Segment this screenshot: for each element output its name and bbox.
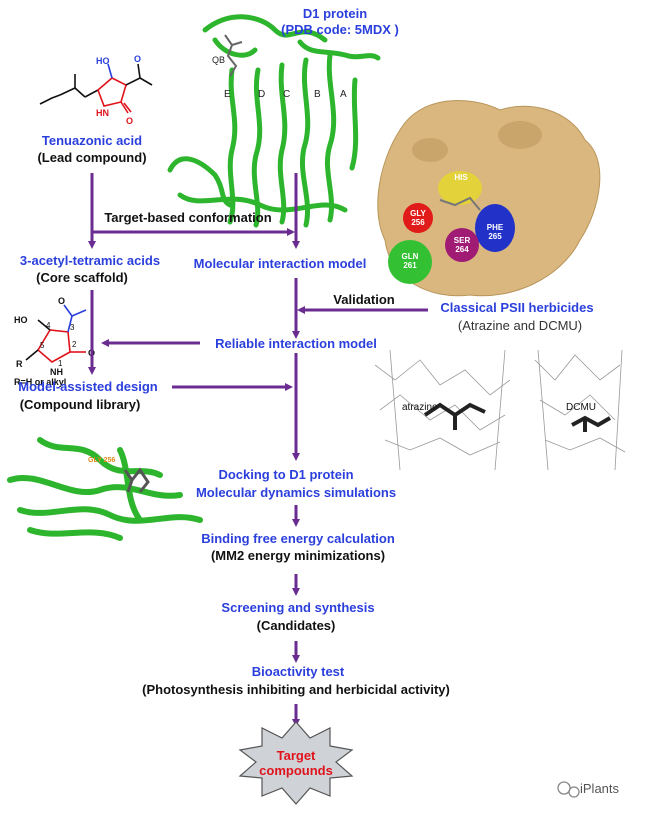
core-name: 3-acetyl-tetramic acids — [19, 253, 161, 268]
core-sub: (Core scaffold) — [36, 270, 128, 285]
helix-label-e: E — [224, 89, 231, 100]
screening-sub: (Candidates) — [256, 618, 336, 633]
helix-label-b: B — [314, 89, 321, 100]
target-text: Target compounds — [259, 748, 333, 778]
dcmu-label: DCMU — [566, 402, 596, 413]
bioactivity-sub: (Photosynthesis inhibiting and herbicida… — [142, 682, 450, 697]
watermark-icon — [557, 781, 580, 798]
tenuazonic-acid-structure — [39, 63, 153, 114]
core-nh: NH — [50, 367, 63, 377]
docked-residue-label: GLY 256 — [88, 457, 115, 464]
core-ho: HO — [14, 315, 28, 325]
d1-protein-ribbon — [167, 14, 381, 228]
core-num-4: 4 — [46, 321, 51, 330]
md-label: Molecular dynamics simulations — [195, 485, 397, 500]
bioactivity-label: Bioactivity test — [251, 664, 345, 679]
residue-his: HIS — [454, 173, 468, 182]
atrazine-model — [374, 349, 511, 471]
d1-pdb: (PDB code: 5MDX ) — [281, 22, 399, 37]
atrazine-molecule — [423, 402, 486, 430]
d1-title: D1 protein — [302, 6, 368, 21]
reliable-label: Reliable interaction model — [215, 336, 377, 351]
qb-ligand — [224, 34, 243, 77]
core-num-3: 3 — [70, 323, 75, 332]
qb-label: QB — [212, 55, 225, 65]
core-r-label: R=H or alkyl — [14, 377, 66, 387]
target-label: Target compounds — [256, 748, 336, 778]
classical-name: Classical PSII herbicides — [440, 300, 594, 315]
flow-arrows — [88, 173, 428, 727]
atrazine-label: atrazine — [402, 402, 438, 413]
target-conf-label: Target-based conformation — [104, 210, 272, 225]
helix-label-a: A — [340, 89, 347, 100]
helix-label-c: C — [283, 89, 290, 100]
docked-ligand — [123, 467, 150, 493]
mol-interaction-label: Molecular interaction model — [193, 256, 367, 271]
binding-pocket-surface — [377, 100, 601, 297]
core-ring-numbers: 1 2 3 4 5 — [40, 321, 77, 368]
ta-o-label: O — [134, 54, 141, 64]
core-scaffold-structure — [25, 304, 87, 363]
classical-sub: (Atrazine and DCMU) — [457, 318, 583, 333]
ta-o2-label: O — [126, 116, 133, 126]
core-o-top: O — [58, 296, 65, 306]
validation-label: Validation — [333, 292, 395, 307]
target-starburst — [238, 721, 354, 805]
design-label: Model-assisted design — [18, 379, 158, 394]
docked-ligand-ribbon — [7, 437, 203, 541]
design-sub: (Compound library) — [19, 397, 141, 412]
core-num-5: 5 — [40, 341, 45, 350]
dcmu-model — [534, 349, 626, 471]
helix-labels: E D C B A — [224, 89, 347, 100]
core-num-2: 2 — [72, 340, 77, 349]
dcmu-molecule — [571, 415, 612, 432]
core-r: R — [16, 359, 23, 369]
ta-hn-label: HN — [96, 108, 109, 118]
ta-ho-label: HO — [96, 56, 110, 66]
docking-label: Docking to D1 protein — [218, 467, 354, 482]
lead-name: Tenuazonic acid — [41, 133, 143, 148]
lead-sub: (Lead compound) — [37, 150, 147, 165]
binding-sub: (MM2 energy minimizations) — [210, 548, 386, 563]
binding-label: Binding free energy calculation — [201, 531, 395, 546]
core-num-1: 1 — [58, 359, 63, 368]
watermark-text: iPlants — [580, 781, 620, 796]
screening-label: Screening and synthesis — [221, 600, 375, 615]
helix-label-d: D — [258, 89, 265, 100]
